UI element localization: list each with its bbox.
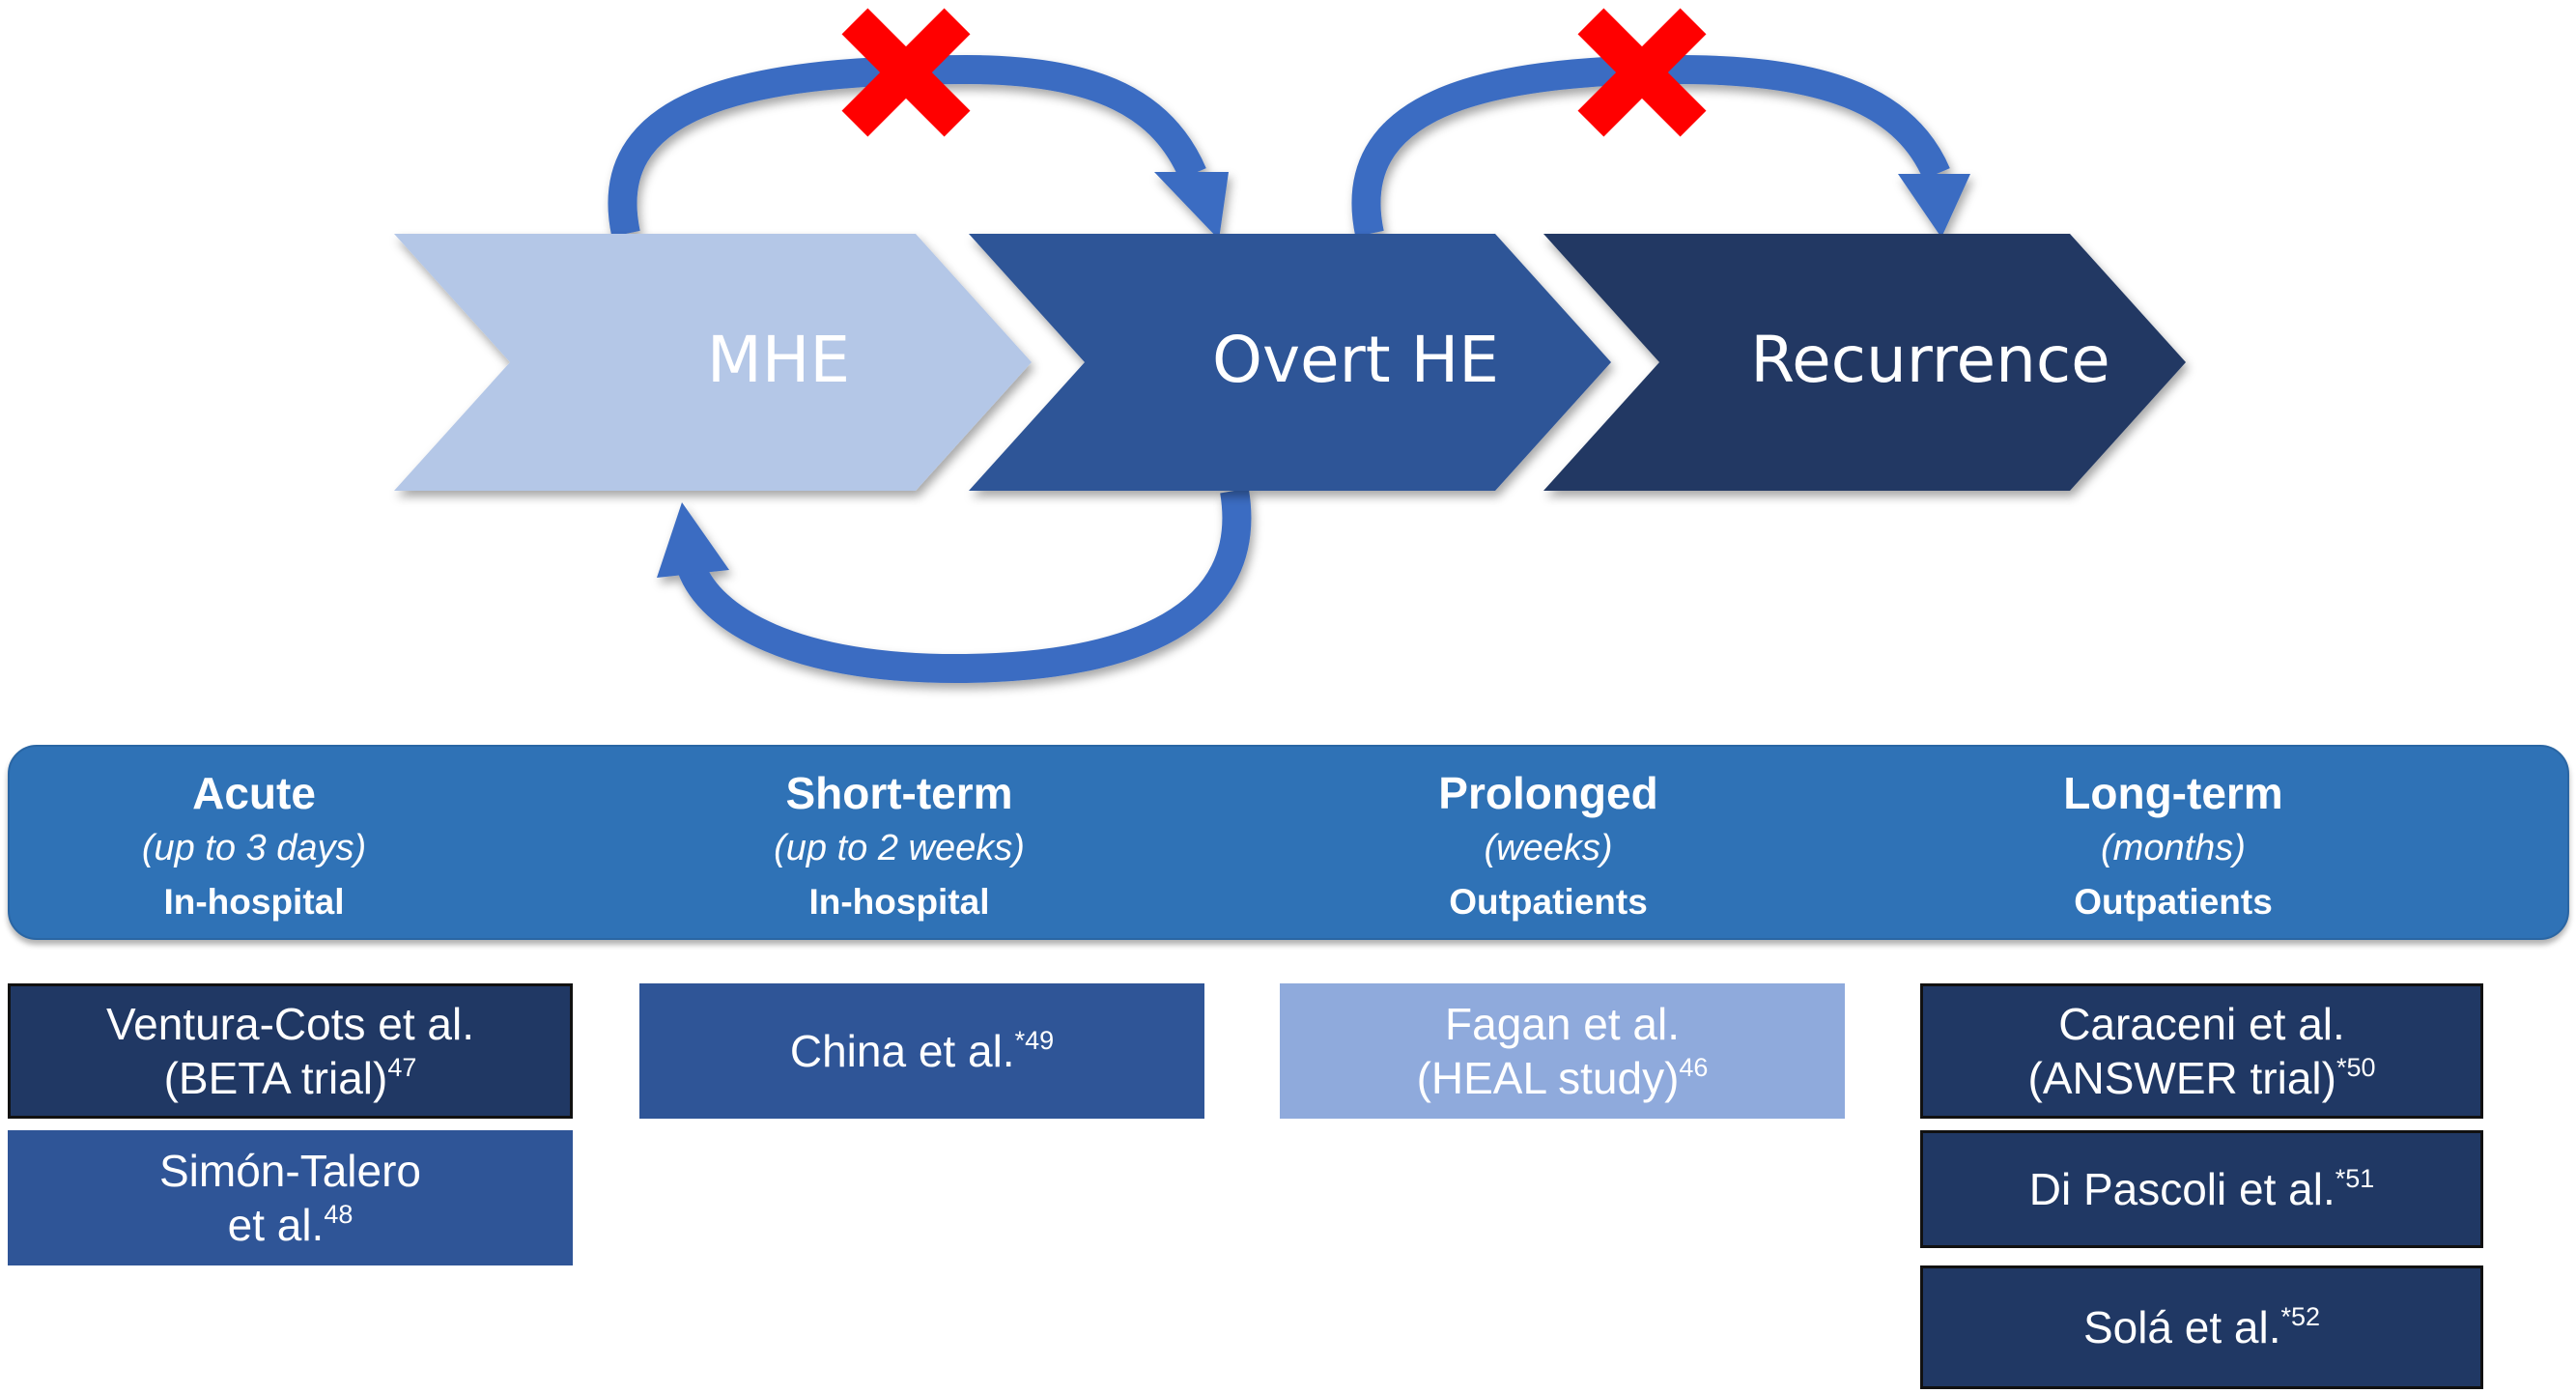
chevron-recurrence-shape	[1543, 234, 2186, 491]
chevron-mhe-shape	[394, 234, 1032, 491]
stage-label: MHE	[707, 323, 850, 397]
study-di-pascoli: Di Pascoli et al.*51	[1920, 1130, 2483, 1248]
study-caraceni: Caraceni et al.(ANSWER trial)*50	[1920, 983, 2483, 1119]
chevron-mhe: MHE	[394, 234, 1032, 491]
study-china: China et al.*49	[639, 983, 1204, 1119]
study-citation-text: Simón-Talero	[159, 1146, 421, 1196]
treatment-period-band: Acute (up to 3 days) In-hospital Short-t…	[8, 745, 2569, 940]
blocked-x-icon	[1577, 8, 1707, 137]
study-citation-text: Caraceni et al.	[2058, 999, 2345, 1049]
chevron-overt-he-shape	[969, 234, 1611, 491]
blocked-x-icon	[841, 8, 971, 137]
period-short-term: Short-term (up to 2 weeks) In-hospital	[629, 764, 1170, 930]
study-reference-number: *50	[2335, 1053, 2376, 1082]
period-setting: Outpatients	[1449, 882, 1648, 922]
study-citation-text: (HEAL study)	[1416, 1053, 1680, 1103]
stage-label: Overt HE	[1212, 323, 1499, 397]
period-acute: Acute (up to 3 days) In-hospital	[0, 764, 524, 930]
study-fagan: Fagan et al.(HEAL study)46	[1280, 983, 1845, 1119]
study-citation-text: Di Pascoli et al.	[2028, 1164, 2335, 1214]
study-citation-text: (BETA trial)	[163, 1053, 388, 1103]
chevron-recurrence: Recurrence	[1543, 234, 2186, 491]
study-citation-text: et al.	[227, 1200, 325, 1250]
study-reference-number: *52	[2280, 1302, 2321, 1331]
study-citation-text: (ANSWER trial)	[2027, 1053, 2336, 1103]
arrow-overt-he-to-mhe	[657, 488, 1252, 684]
study-reference-number: *51	[2335, 1164, 2375, 1193]
period-title: Short-term	[785, 768, 1013, 818]
period-setting: In-hospital	[163, 882, 345, 922]
period-title: Prolonged	[1438, 768, 1658, 818]
stage-label: Recurrence	[1750, 323, 2110, 397]
period-title: Long-term	[2063, 768, 2283, 818]
period-prolonged: Prolonged (weeks) Outpatients	[1278, 764, 1819, 930]
period-duration: (weeks)	[1484, 828, 1613, 868]
period-long-term: Long-term (months) Outpatients	[1903, 764, 2444, 930]
period-duration: (months)	[2101, 828, 2246, 868]
study-citation-text: Ventura-Cots et al.	[106, 999, 474, 1049]
study-reference-number: 46	[1679, 1053, 1709, 1082]
study-citation-text: China et al.	[789, 1026, 1015, 1076]
study-ventura-cots: Ventura-Cots et al.(BETA trial)47	[8, 983, 573, 1119]
period-duration: (up to 2 weeks)	[774, 828, 1025, 868]
study-reference-number: 48	[324, 1200, 354, 1229]
period-title: Acute	[192, 768, 316, 818]
chevron-overt-he: Overt HE	[969, 234, 1611, 491]
study-citation-text: Solá et al.	[2082, 1302, 2281, 1352]
progression-flow: MHE Overt HE Recurrence	[394, 8, 2186, 684]
study-sola: Solá et al.*52	[1920, 1265, 2483, 1389]
study-reference-number: *49	[1014, 1026, 1055, 1055]
study-reference-number: 47	[387, 1053, 417, 1082]
period-setting: In-hospital	[808, 882, 990, 922]
period-duration: (up to 3 days)	[141, 828, 367, 868]
study-citation-text: Fagan et al.	[1445, 999, 1680, 1049]
period-setting: Outpatients	[2074, 882, 2273, 922]
